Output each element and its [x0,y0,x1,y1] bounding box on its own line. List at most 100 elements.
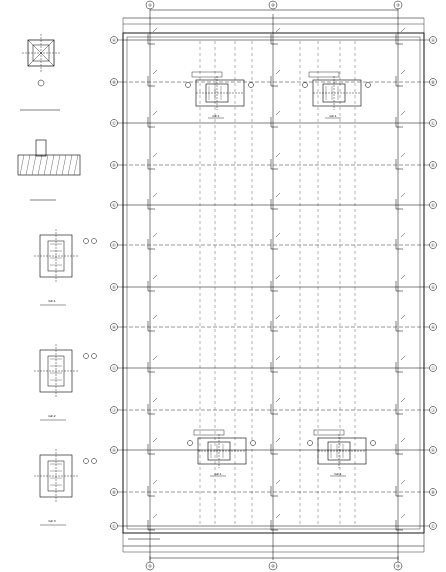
joint-label-box [193,429,225,436]
column-tag: GZ-1 [48,299,55,303]
hatch [49,154,55,176]
tick-leader [275,232,281,238]
tick-leader [400,27,406,33]
joint-label-box [313,429,345,436]
axis-label-top: ① [148,2,152,7]
joint-detail: GZ-1 [187,429,256,477]
tick-leader [400,110,406,116]
joint-label-box [191,71,223,78]
tick-leader [400,69,406,75]
side-column-detail: GZ-3 [34,449,97,526]
axis-label-left: Ⓐ [112,37,116,42]
tick-leader [152,437,158,443]
axis-bubble-bottom [393,561,403,571]
column-tag: GZ-3 [48,519,55,523]
joint-callout [248,82,254,88]
side-details: GZ-1GZ-2GZ-3 [17,34,97,526]
axis-label-right: Ⓗ [431,324,435,329]
axis-label-left: Ⓔ [112,202,116,207]
tick-leader [152,152,158,158]
axis-label-left: Ⓘ [112,365,116,370]
column-callout [91,458,97,464]
axis-label-left: Ⓙ [112,407,116,412]
tick-leader [275,397,281,403]
hatch [37,154,43,176]
column-callout [83,353,89,359]
tick-leader [152,513,158,519]
hatch [73,154,79,176]
tick-marks [147,27,406,531]
column-stub [35,139,47,157]
tick-leader [152,232,158,238]
axis-label-left: Ⓑ [112,79,116,84]
axis-label-right: Ⓘ [431,365,435,370]
detail-callout [37,79,45,87]
column-callout [83,238,89,244]
joint-tag: GZ-1 [329,114,336,118]
column-tag: GZ-2 [48,414,55,418]
plate-diagonal [27,39,55,67]
column-callout [91,238,97,244]
joint-tag: GZ-1 [214,472,221,476]
axis-bubble-bottom [268,561,278,571]
axis-label-bottom: ① [148,563,152,568]
axis-label-right: Ⓙ [431,407,435,412]
tick-leader [275,274,281,280]
axis-label-right: Ⓑ [431,79,435,84]
hatch [31,154,37,176]
tick-leader [400,479,406,485]
tick-leader [400,192,406,198]
tick-leader [400,513,406,519]
tick-leader [400,355,406,361]
axis-label-right: Ⓑ [431,489,435,494]
axis-label-left: Ⓒ [112,120,116,125]
axis-label-right: Ⓕ [431,242,435,247]
axis-label-left: Ⓓ [112,162,116,167]
tick-leader [275,437,281,443]
tick-leader [152,397,158,403]
tick-leader [275,513,281,519]
joint-callout [365,82,371,88]
tick-leader [400,274,406,280]
footing [17,154,81,176]
axis-label-bottom: ③ [396,563,400,568]
tick-leader [400,232,406,238]
joint-label-box [308,71,340,78]
plan-frame [122,32,425,540]
side-detail-2 [17,139,81,201]
joint-detail: GZ-1 [302,71,371,119]
axis-bubble-top [393,0,403,10]
tick-leader [152,274,158,280]
joint-detail: GZ-1 [307,429,376,477]
grid-lines [123,14,424,560]
tick-leader [152,355,158,361]
tick-leader [275,479,281,485]
axis-label-left: Ⓒ [112,523,116,528]
axis-label-left: Ⓕ [112,242,116,247]
axis-label-bottom: ② [271,563,275,568]
axis-label-right: Ⓒ [431,120,435,125]
tick-leader [152,69,158,75]
joint-callout [187,440,193,446]
axis-bubble-top [268,0,278,10]
tick-leader [275,152,281,158]
axis-label-right: Ⓓ [431,162,435,167]
joint-tag: GZ-1 [334,472,341,476]
axis-label-left: Ⓗ [112,324,116,329]
axis-label-right: Ⓖ [431,284,435,289]
joint-tag: GZ-1 [212,114,219,118]
tick-leader [275,110,281,116]
dimension-lines [122,6,425,562]
joint-detail: GZ-1 [185,71,254,119]
plan-inner-outline [126,36,421,530]
hatch [61,154,67,176]
hatch [55,154,61,176]
axis-label-left: Ⓑ [112,489,116,494]
side-detail-1 [20,34,60,111]
joint-callout [370,440,376,446]
tick-leader [152,479,158,485]
hatch [19,154,25,176]
axis-label-top: ② [271,2,275,7]
